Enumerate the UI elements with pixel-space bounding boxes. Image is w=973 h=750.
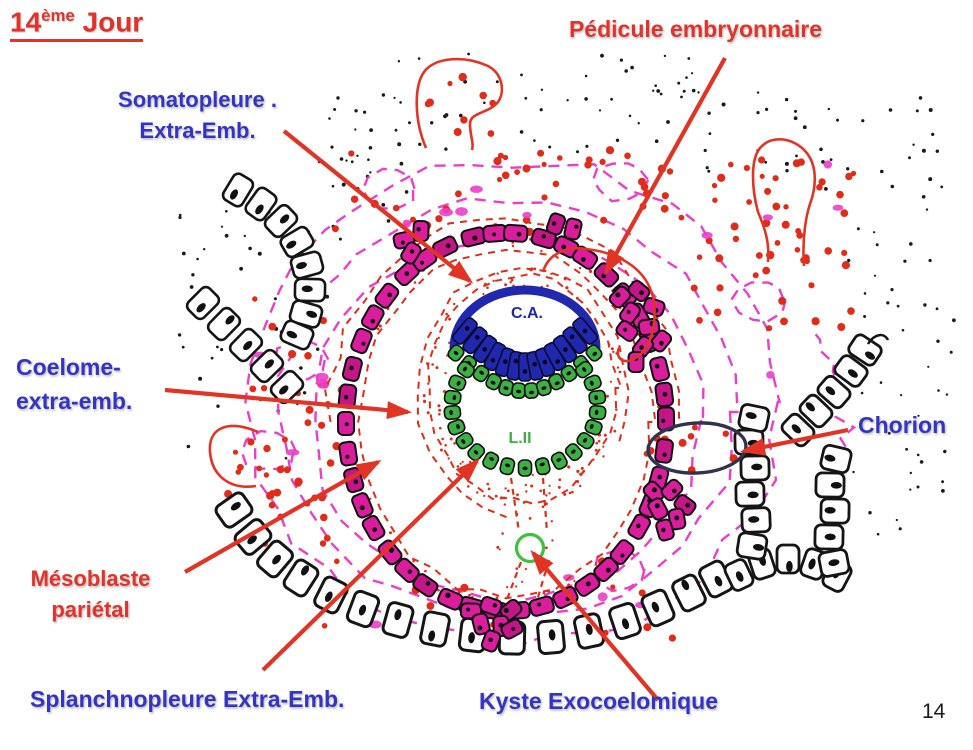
- label-coelome-line2: extra-emb.: [16, 388, 133, 414]
- title-superscript: ème: [41, 6, 75, 25]
- label-coelome-line1: Coelome-: [16, 354, 121, 380]
- cytotrophoblast-ring: [336, 212, 697, 653]
- amnion-wall: [449, 285, 601, 353]
- label-yolk-sac: L.II: [508, 430, 531, 447]
- page-number: 14: [922, 700, 946, 723]
- embryonic-disc: C.A. L.II: [443, 285, 607, 477]
- splanchnopleure-arrow: [261, 458, 480, 672]
- label-somatopleure-line1: Somatopleure .: [118, 87, 277, 112]
- label-somatopleure: Somatopleure . Extra-Emb.: [95, 84, 300, 146]
- label-chorion: Chorion: [858, 412, 947, 438]
- endometrial-cell-chains: [185, 172, 890, 656]
- annotation-arrows: [164, 56, 849, 702]
- label-amniotic-cavity: C.A.: [511, 305, 543, 322]
- label-splanchnopleure: Splanchnopleure Extra-Emb.: [30, 686, 345, 712]
- pedicle-annotation-curve: [541, 247, 656, 363]
- label-mesoblaste-line1: Mésoblaste: [30, 566, 151, 591]
- kyste-arrow: [530, 549, 660, 702]
- label-kyste: Kyste Exocoelomique: [479, 688, 719, 714]
- mesoblaste-arrow: [183, 460, 382, 574]
- villi-outlines: [208, 57, 817, 488]
- label-mesoblaste: Mésoblaste pariétal: [8, 563, 173, 625]
- title-number: 14: [10, 6, 42, 38]
- label-coelome: Coelome- extra-emb.: [16, 350, 132, 418]
- label-mesoblaste-line2: pariétal: [51, 597, 130, 622]
- title-rest: Jour: [74, 6, 144, 38]
- slide-title: 14ème Jour: [10, 6, 144, 43]
- chorion-arrow: [740, 427, 849, 456]
- lacunae-cell-blobs: [253, 160, 844, 629]
- label-pedicule: Pédicule embryonnaire: [568, 16, 823, 42]
- label-somatopleure-line2: Extra-Emb.: [139, 118, 256, 143]
- somatopleure-arrow: [282, 129, 474, 284]
- pedicule-arrow: [604, 56, 727, 276]
- coelome-arrow: [164, 387, 412, 420]
